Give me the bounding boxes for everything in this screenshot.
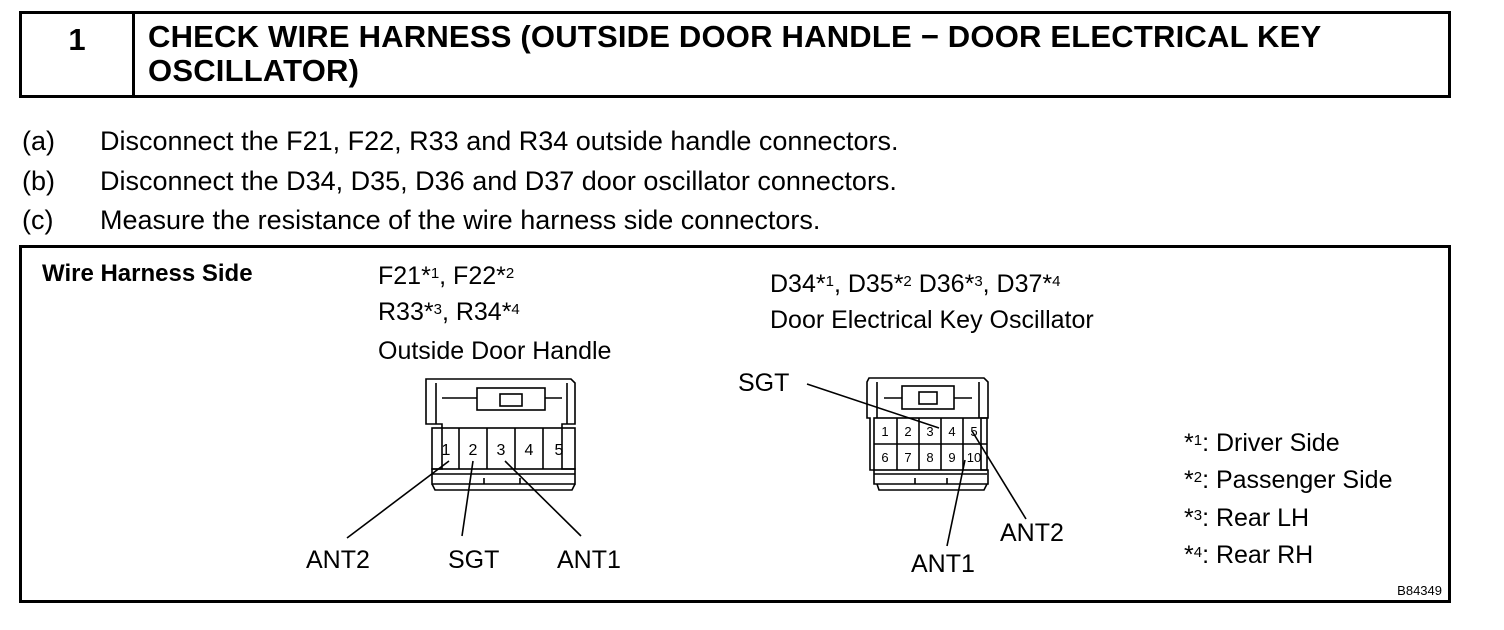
left-connector-description: Outside Door Handle xyxy=(378,337,612,365)
instruction-label: (a) xyxy=(22,126,55,156)
right-callout-ant1: ANT1 xyxy=(911,550,975,578)
left-pin-3: 3 xyxy=(497,442,506,459)
figure-code: B84349 xyxy=(1397,583,1442,598)
door-electrical-key-oscillator-connector xyxy=(866,377,989,491)
connector-figure: Wire Harness Side F21*1, F22*2 R33*3, R3… xyxy=(19,245,1451,603)
step-number: 1 xyxy=(22,14,135,95)
right-pin-6: 6 xyxy=(881,450,888,465)
right-pin-7: 7 xyxy=(904,450,911,465)
wire-harness-side-label: Wire Harness Side xyxy=(42,260,253,287)
instruction-label: (b) xyxy=(22,166,55,196)
left-pin-5: 5 xyxy=(555,442,564,459)
step-title-line-2: OSCILLATOR) xyxy=(148,53,360,88)
step-header: 1 CHECK WIRE HARNESS (OUTSIDE DOOR HANDL… xyxy=(19,11,1451,98)
right-connector-names: D34*1, D35*2 D36*3, D37*4 xyxy=(770,270,1061,298)
right-pin-9: 9 xyxy=(948,450,955,465)
right-callout-sgt: SGT xyxy=(738,369,790,397)
left-pin-4: 4 xyxy=(525,442,534,459)
right-pin-10: 10 xyxy=(967,450,981,465)
legend-rear-lh: *3: Rear LH xyxy=(1184,504,1310,532)
right-callout-ant2: ANT2 xyxy=(1000,519,1064,547)
step-title: CHECK WIRE HARNESS (OUTSIDE DOOR HANDLE … xyxy=(148,20,1438,88)
left-callout-ant2: ANT2 xyxy=(306,546,370,574)
left-connector-names-line1: F21*1, F22*2 xyxy=(378,262,515,290)
outside-door-handle-connector xyxy=(425,378,576,491)
right-pin-8: 8 xyxy=(926,450,933,465)
legend-passenger-side: *2: Passenger Side xyxy=(1184,466,1393,494)
right-pin-3: 3 xyxy=(926,424,933,439)
right-pin-4: 4 xyxy=(948,424,955,439)
right-pin-2: 2 xyxy=(904,424,911,439)
instruction-text: Disconnect the F21, F22, R33 and R34 out… xyxy=(100,126,899,156)
right-pin-1: 1 xyxy=(881,424,888,439)
left-connector-names-line2: R33*3, R34*4 xyxy=(378,298,520,326)
left-pin-1: 1 xyxy=(442,442,451,459)
left-callout-ant1: ANT1 xyxy=(557,546,621,574)
right-connector-description: Door Electrical Key Oscillator xyxy=(770,306,1094,334)
instruction-label: (c) xyxy=(22,205,54,235)
connector-drawings: 1 2 3 4 5 1 2 3 4 5 6 7 8 9 10 xyxy=(346,377,1027,547)
legend-rear-rh: *4: Rear RH xyxy=(1184,541,1314,569)
right-pin-5: 5 xyxy=(970,424,977,439)
step-title-line-1: CHECK WIRE HARNESS (OUTSIDE DOOR HANDLE … xyxy=(148,19,1322,54)
instruction-text: Measure the resistance of the wire harne… xyxy=(100,205,821,235)
left-pin-2: 2 xyxy=(469,442,478,459)
left-callout-sgt: SGT xyxy=(448,546,500,574)
instruction-text: Disconnect the D34, D35, D36 and D37 doo… xyxy=(100,166,897,196)
legend-driver-side: *1: Driver Side xyxy=(1184,429,1340,457)
